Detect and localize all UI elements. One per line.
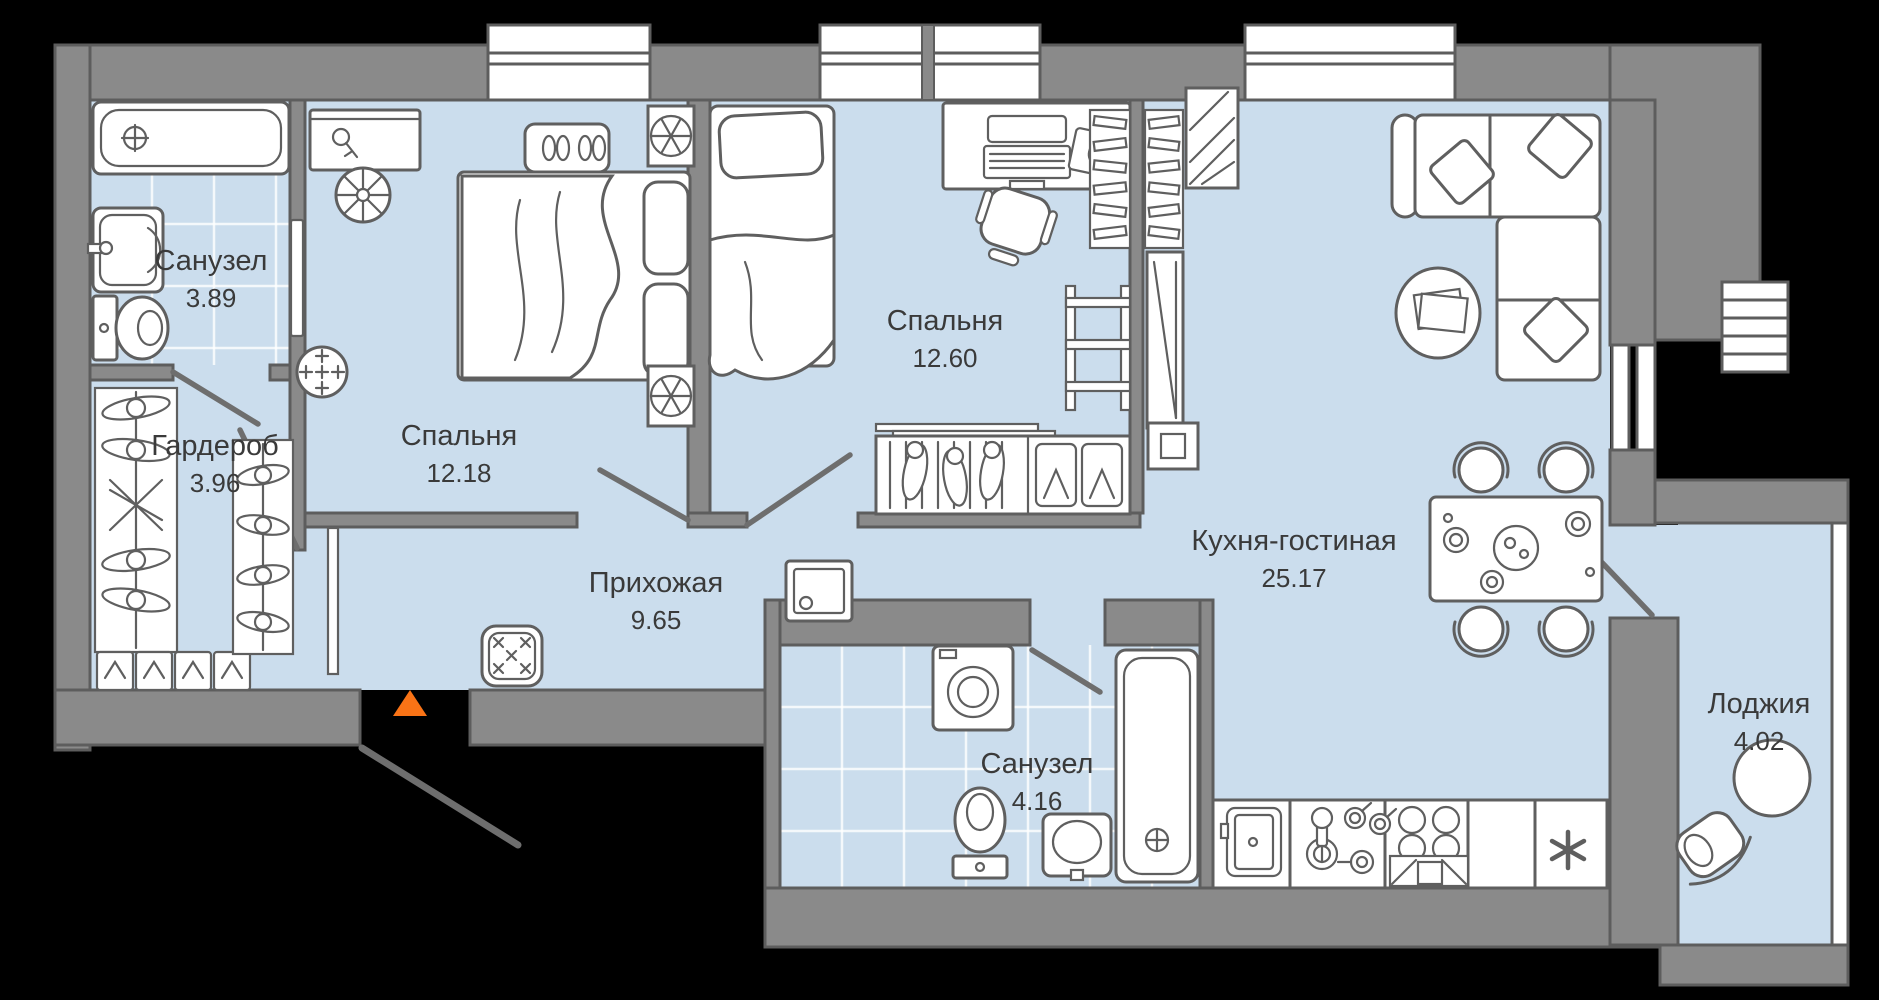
loggia-chair — [1675, 811, 1752, 886]
room-label-wardrobe: Гардероб 3.96 — [151, 428, 279, 502]
room-name: Спальня — [400, 420, 518, 452]
asterisk-icon — [1549, 829, 1587, 871]
sofa-pillow — [1527, 113, 1593, 179]
ladder-rack — [1064, 284, 1132, 412]
ventilation-plus-icon — [295, 345, 349, 399]
sofa-pillow — [1429, 139, 1495, 205]
room-label-bedroom-2: Спальня 12.60 — [887, 303, 1004, 377]
bathtub-icon — [91, 100, 291, 176]
bedroom-2-desk — [941, 101, 1132, 191]
dining-chair — [1452, 441, 1510, 494]
sink-2-icon — [1041, 812, 1113, 882]
exterior-unit — [1720, 280, 1790, 374]
single-bed — [707, 104, 836, 381]
bedroom-1-rug-slippers — [523, 122, 611, 174]
room-area: 12.60 — [912, 343, 978, 373]
room-area: 12.18 — [426, 458, 492, 488]
wardrobe-rack-right — [231, 438, 295, 656]
room-label-hallway: Прихожая 9.65 — [589, 565, 723, 639]
open-door-leaf — [326, 526, 340, 676]
corner-sofa — [1390, 113, 1602, 382]
nightstand-fan-bottom — [646, 364, 696, 428]
dining-set — [1428, 441, 1604, 658]
room-area: 4.16 — [1011, 786, 1063, 816]
wardrobe-rack-left — [93, 386, 179, 654]
washing-machine-icon — [931, 644, 1015, 732]
tall-cabinet — [1145, 250, 1185, 430]
vent-shaft — [1184, 86, 1240, 190]
room-label-kitchen-living: Кухня-гостиная 25.17 — [1191, 523, 1396, 597]
bedroom-2-door — [744, 452, 853, 528]
room-label-bathroom-2: Санузел 4.16 — [981, 746, 1094, 820]
room-area: 9.65 — [630, 605, 682, 635]
dining-chair — [1537, 605, 1595, 658]
room-name: Санузел — [154, 245, 268, 277]
utility-box — [1146, 421, 1200, 471]
room-name: Спальня — [886, 305, 1004, 337]
bathtub-2-icon — [1114, 648, 1200, 884]
coffee-table — [1394, 266, 1482, 360]
stove-icon — [1388, 805, 1470, 888]
shelf-stack-living — [1143, 108, 1185, 250]
tv-panel — [289, 218, 305, 338]
plant-icon — [334, 166, 392, 224]
entrance-marker — [393, 690, 427, 716]
sink-faucet-icon — [1305, 801, 1398, 875]
room-label-bedroom-1: Спальня 12.18 — [401, 418, 518, 492]
room-name: Прихожая — [588, 567, 724, 599]
sofa-pillow — [1523, 297, 1589, 363]
dining-chair — [1452, 605, 1510, 658]
kitchen-counter — [1211, 798, 1609, 890]
nightstand-fan-top — [646, 104, 696, 168]
window-top-2 — [818, 23, 1042, 102]
wardrobe-shoe-boxes — [95, 650, 252, 692]
bedroom-1-door — [597, 467, 691, 523]
room-label-bathroom-1: Санузел 3.89 — [155, 243, 268, 317]
loggia-table — [1732, 738, 1812, 818]
room-area: 4.02 — [1733, 726, 1785, 756]
shelf-stack-bedroom-2 — [1088, 108, 1132, 250]
toilet-icon — [91, 294, 170, 362]
desk-chair — [975, 186, 1058, 267]
room-name: Лоджия — [1707, 688, 1811, 720]
bathroom-2-door — [1029, 647, 1103, 695]
pouf-icon — [480, 624, 544, 688]
room-name: Кухня-гостиная — [1191, 525, 1397, 557]
room-name: Гардероб — [151, 430, 279, 462]
room-area: 3.89 — [185, 283, 237, 313]
room-area: 3.96 — [189, 468, 241, 498]
room-area: 25.17 — [1261, 563, 1327, 593]
room-label-loggia: Лоджия 4.02 — [1708, 686, 1811, 760]
room-name: Санузел — [980, 748, 1094, 780]
window-right — [1610, 343, 1657, 452]
double-bed — [456, 170, 692, 382]
sink-icon — [86, 206, 165, 294]
entrance-door — [358, 744, 522, 849]
window-top-1 — [486, 23, 652, 102]
fridge-icon — [1219, 806, 1283, 878]
bedroom-2-wardrobe — [874, 422, 1132, 516]
bathroom-1-door — [170, 369, 261, 427]
loggia-window-band — [1830, 521, 1850, 947]
hall-cabinet — [784, 559, 854, 623]
bedroom-1-desk — [308, 108, 422, 172]
toilet-2-icon — [951, 786, 1009, 880]
dining-chair — [1537, 441, 1595, 494]
window-top-3 — [1243, 23, 1457, 102]
